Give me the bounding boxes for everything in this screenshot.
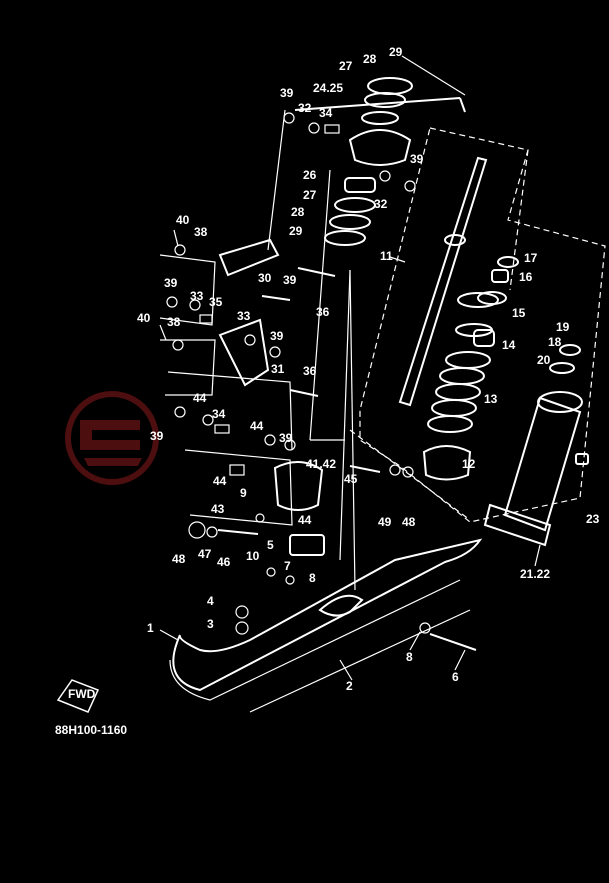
leader-lines bbox=[159, 55, 541, 681]
part-number: 2 bbox=[346, 679, 353, 693]
part-number: 4 bbox=[207, 594, 214, 608]
part-number: 13 bbox=[484, 392, 498, 406]
part-number: 39 bbox=[280, 86, 294, 100]
part-number: 17 bbox=[524, 251, 538, 265]
shock-absorber-group-outline bbox=[349, 127, 606, 523]
part-number: 44 bbox=[193, 391, 207, 405]
part-number: 24.25 bbox=[313, 81, 343, 95]
part-number: 44 bbox=[250, 419, 264, 433]
part-number: 34 bbox=[212, 407, 226, 421]
front-marker-label: FWD bbox=[68, 687, 96, 701]
shock-body bbox=[483, 344, 589, 547]
part-number: 40 bbox=[176, 213, 190, 227]
part-number: 32 bbox=[374, 197, 388, 211]
part-number: 19 bbox=[556, 320, 570, 334]
part-number: 32 bbox=[298, 101, 312, 115]
part-number: 8 bbox=[406, 650, 413, 664]
part-number: 28 bbox=[363, 52, 377, 66]
part-number: 12 bbox=[462, 457, 476, 471]
part-number: 44 bbox=[298, 513, 312, 527]
bolts bbox=[217, 267, 477, 651]
part-number: 44 bbox=[213, 474, 227, 488]
part-number: 27 bbox=[303, 188, 317, 202]
damper-shaft bbox=[398, 156, 488, 407]
part-number: 15 bbox=[512, 306, 526, 320]
part-number: 43 bbox=[211, 502, 225, 516]
part-number: 29 bbox=[289, 224, 303, 238]
part-number: 49 bbox=[378, 515, 392, 529]
part-number: 39 bbox=[279, 431, 293, 445]
small-fasteners bbox=[159, 112, 431, 635]
part-number: 39 bbox=[410, 152, 424, 166]
part-number: 27 bbox=[339, 59, 353, 73]
part-number: 8 bbox=[309, 571, 316, 585]
part-number: 39 bbox=[270, 329, 284, 343]
part-number: 23 bbox=[586, 512, 600, 526]
part-number: 48 bbox=[172, 552, 186, 566]
part-number: 11 bbox=[380, 249, 393, 263]
part-number: 9 bbox=[240, 486, 247, 500]
part-number: 29 bbox=[389, 45, 403, 59]
part-number: 10 bbox=[246, 549, 260, 563]
part-number: 16 bbox=[519, 270, 533, 284]
part-number: 28 bbox=[291, 205, 305, 219]
part-number: 41.42 bbox=[306, 457, 336, 471]
part-number: 34 bbox=[319, 106, 333, 120]
coil-spring bbox=[422, 292, 499, 481]
bumper-parts bbox=[473, 256, 519, 347]
part-number: 33 bbox=[190, 289, 204, 303]
part-number: 38 bbox=[194, 225, 208, 239]
part-number: 48 bbox=[402, 515, 416, 529]
part-number: 3 bbox=[207, 617, 214, 631]
diagram-code: 88H100-1160 bbox=[55, 723, 127, 737]
part-number: 7 bbox=[284, 559, 291, 573]
part-number: 5 bbox=[267, 538, 274, 552]
part-number: 46 bbox=[217, 555, 231, 569]
part-number: 31 bbox=[271, 362, 285, 376]
part-number: 21.22 bbox=[520, 567, 550, 581]
part-number: 35 bbox=[209, 295, 223, 309]
part-number: 36 bbox=[303, 364, 317, 378]
front-arrow-icon: FWD bbox=[56, 679, 100, 713]
part-number: 6 bbox=[452, 670, 459, 684]
part-number: 39 bbox=[164, 276, 178, 290]
part-number: 39 bbox=[283, 273, 297, 287]
part-number: 14 bbox=[502, 338, 516, 352]
part-number: 30 bbox=[258, 271, 272, 285]
part-number: 38 bbox=[167, 315, 181, 329]
steering-column bbox=[267, 97, 466, 591]
part-number: 47 bbox=[198, 547, 212, 561]
ski bbox=[169, 538, 483, 713]
part-number: 40 bbox=[137, 311, 151, 325]
watermark-logo bbox=[65, 391, 159, 485]
part-number: 18 bbox=[548, 335, 562, 349]
spindle-and-block bbox=[273, 461, 325, 556]
part-number: 39 bbox=[150, 429, 164, 443]
part-number: 45 bbox=[344, 472, 358, 486]
bearing-washers bbox=[324, 77, 413, 246]
part-number: 20 bbox=[537, 353, 551, 367]
part-number: 1 bbox=[147, 621, 154, 635]
mount-brackets bbox=[159, 238, 293, 526]
part-number: 33 bbox=[237, 309, 251, 323]
part-labels: 1 2 3 4 5 6 7 8 8 9 10 11 12 13 14 15 16… bbox=[137, 45, 600, 693]
part-number: 26 bbox=[303, 168, 317, 182]
part-number: 36 bbox=[316, 305, 330, 319]
